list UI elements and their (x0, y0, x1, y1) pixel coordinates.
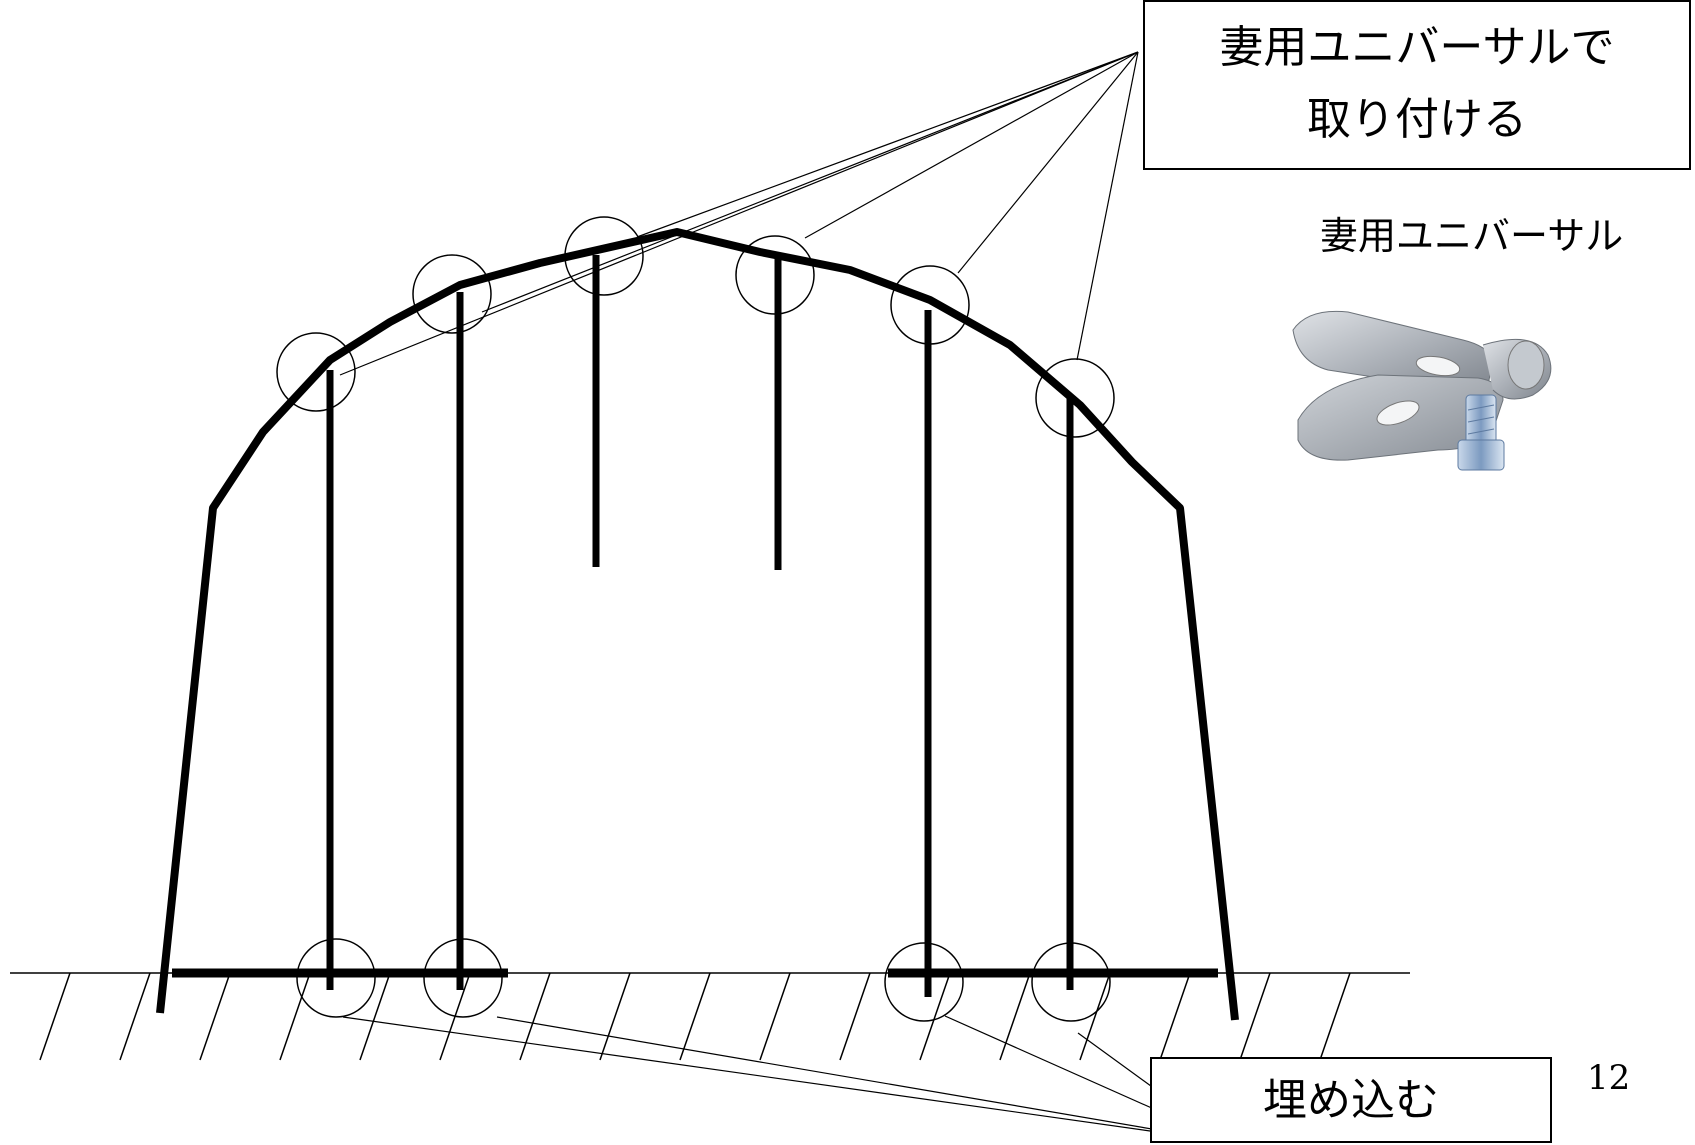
embed-leader-lines (342, 1015, 1229, 1143)
embed-callout-box: 埋め込む (1150, 1057, 1552, 1143)
ground-hatching (10, 972, 1410, 1061)
gable-posts (326, 255, 1074, 997)
attach-callout-box: 妻用ユニバーサルで 取り付ける (1143, 0, 1691, 170)
page-number: 12 (1587, 1058, 1631, 1098)
attach-callout-line1: 妻用ユニバーサルで (1219, 22, 1615, 73)
attach-leader-lines (339, 51, 1139, 376)
attach-callout-line2: 取り付ける (1307, 94, 1527, 145)
attach-point-circles (276, 216, 1115, 438)
gable-universal-clamp-photo (1292, 310, 1552, 471)
embed-callout-label: 埋め込む (1263, 1075, 1439, 1126)
arch-pipe (156, 228, 1239, 1021)
part-caption: 妻用ユニバーサル (1320, 214, 1624, 258)
embed-point-circles (296, 938, 1111, 1022)
